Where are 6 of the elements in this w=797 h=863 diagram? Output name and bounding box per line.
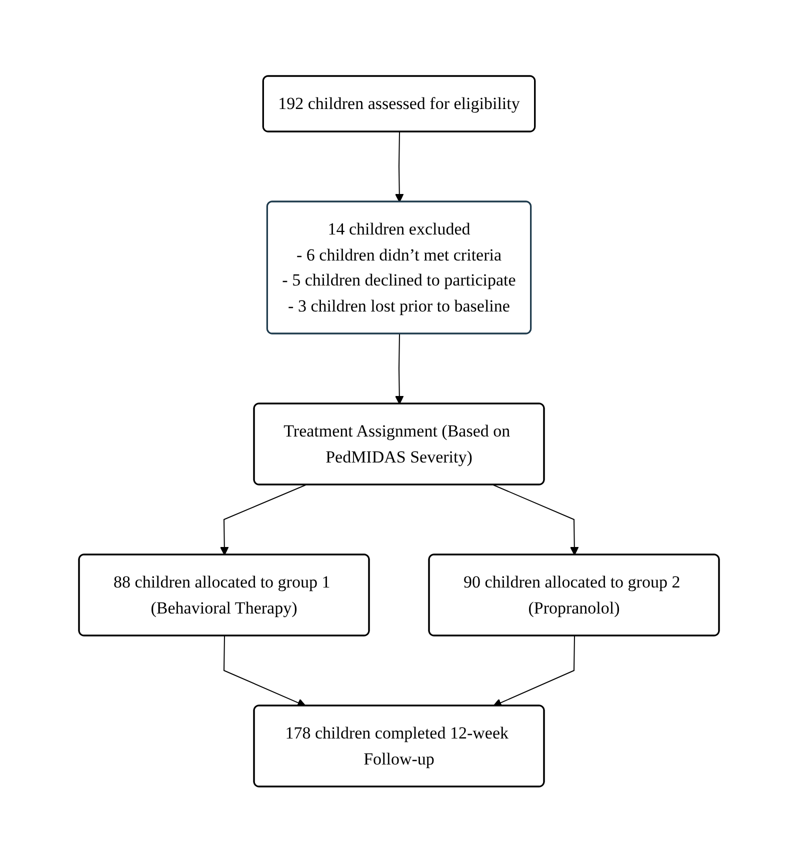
arrow [394,334,404,405]
arrow [492,484,578,556]
arrow [492,636,574,708]
arrow [394,132,404,203]
arrow [223,636,306,708]
arrow [220,484,306,556]
